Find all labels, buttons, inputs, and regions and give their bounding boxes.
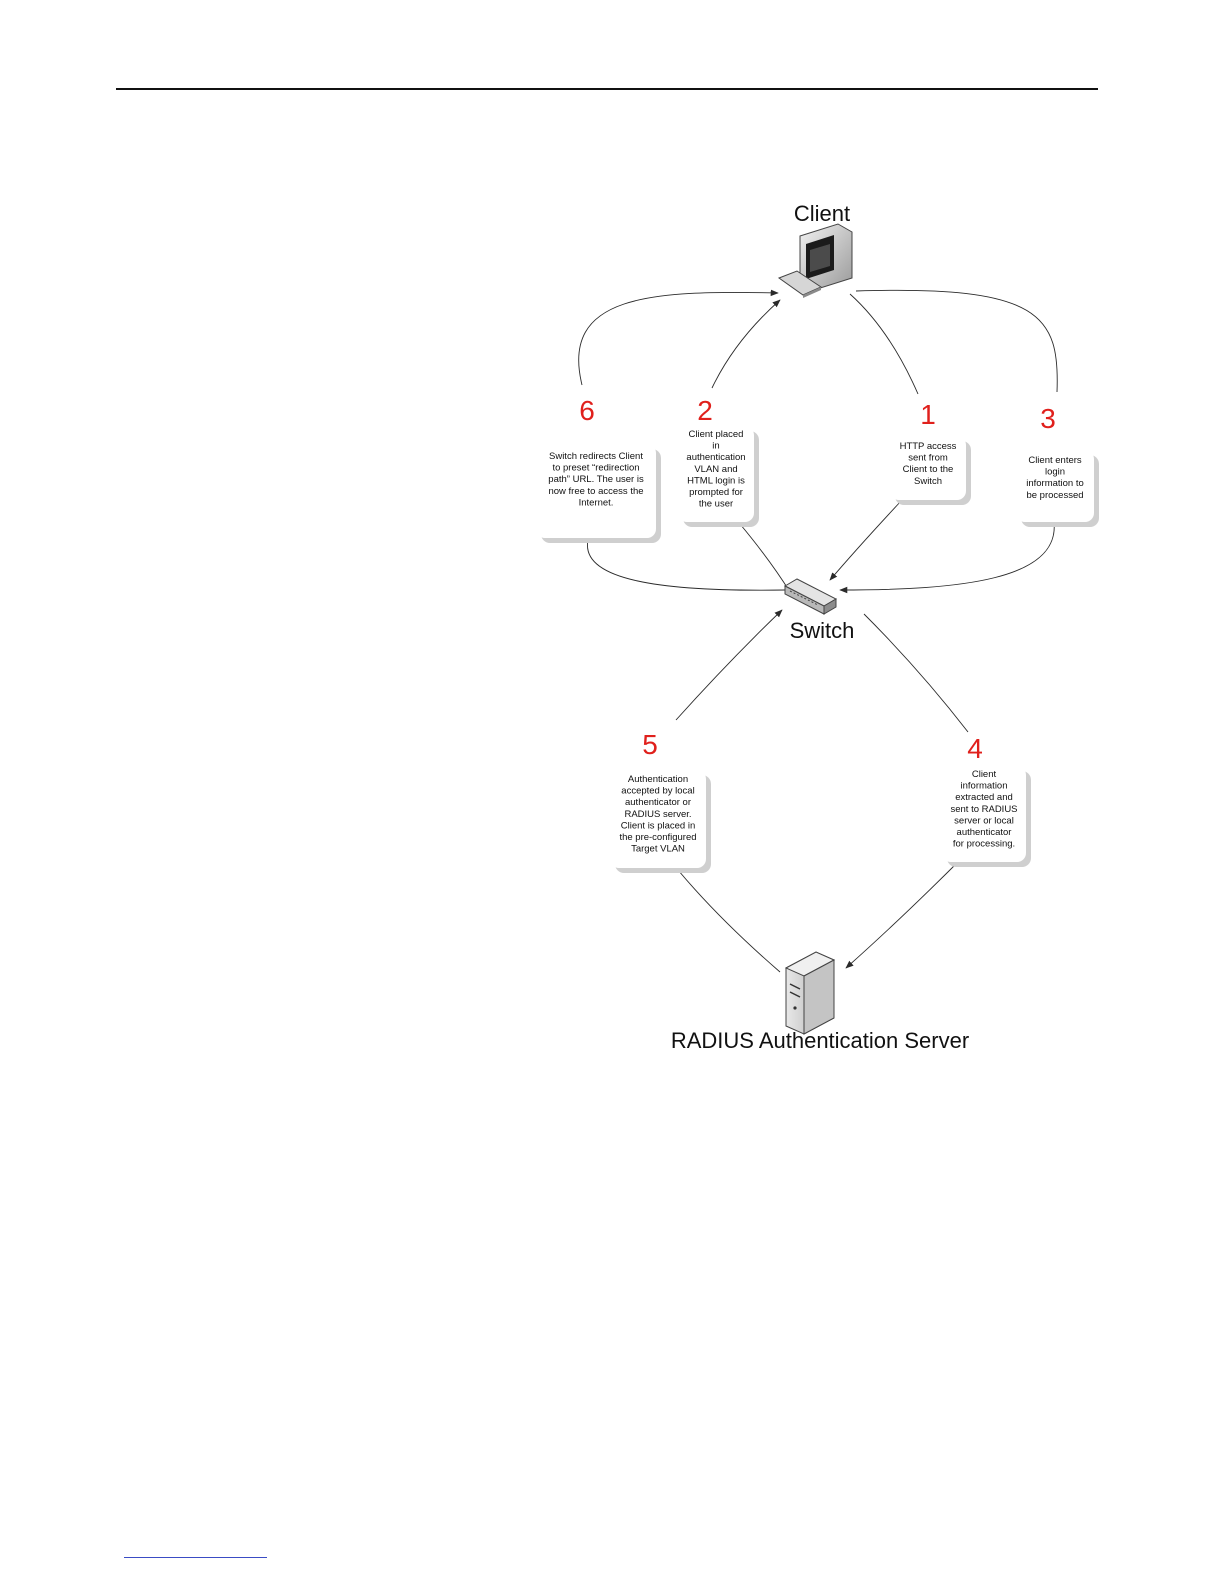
step-description-line: path” URL. The user is	[548, 474, 644, 485]
step-description-line: HTML login is	[687, 475, 745, 486]
step-card-background	[536, 444, 656, 538]
switch-node: Switch	[783, 578, 855, 643]
flow-step4-to-server	[845, 857, 963, 969]
step-description-line: HTTP access	[900, 441, 957, 452]
step-description-line: authenticator or	[625, 797, 691, 808]
step-description-line: Client is placed in	[621, 820, 695, 831]
step-description-line: Authentication	[628, 774, 688, 785]
step-description-line: Switch	[914, 476, 942, 487]
step-number: 6	[579, 395, 595, 426]
flow-step5-to-switch	[675, 609, 783, 721]
step-description-line: the pre-configured	[619, 832, 696, 843]
step-description-line: for processing.	[953, 839, 1015, 850]
server-node: RADIUS Authentication Server	[671, 951, 969, 1053]
step-number: 3	[1040, 403, 1056, 434]
step-description-line: Switch redirects Client	[549, 451, 643, 462]
step-description-line: RADIUS server.	[624, 809, 691, 820]
step-description-line: authentication	[686, 452, 745, 463]
step-number: 1	[920, 399, 936, 430]
step-description-line: login	[1045, 467, 1065, 478]
step-card-background	[942, 766, 1026, 862]
step-description-line: in	[712, 441, 719, 452]
step-number: 2	[697, 395, 713, 426]
flow-switch-to-step4	[863, 613, 969, 733]
step-description-line: the user	[699, 499, 733, 510]
flow-server-to-step5	[677, 869, 781, 973]
step-description-line: Client placed	[689, 429, 744, 440]
server-icon	[784, 951, 836, 1035]
header-rule	[116, 88, 1098, 90]
flow-client-to-step1	[849, 293, 919, 395]
step-description-line: information	[961, 781, 1008, 792]
step-description-line: now free to access the	[548, 486, 643, 497]
flow-switch-to-step2	[739, 523, 791, 593]
step-description-line: server or local	[954, 815, 1014, 826]
step-description-line: Internet.	[579, 497, 614, 508]
server-label: RADIUS Authentication Server	[671, 1028, 969, 1053]
client-label: Client	[794, 201, 850, 226]
step-card-background	[1016, 450, 1094, 522]
footer-link-rule	[124, 1557, 267, 1558]
step-card-background	[678, 426, 754, 522]
flow-client-to-step3	[855, 289, 1058, 393]
step-description-line: be processed	[1026, 490, 1083, 501]
client-node: Client	[777, 201, 853, 298]
flow-lines	[578, 289, 1058, 973]
step-description-line: extracted and	[955, 792, 1013, 803]
step-description-line: Client	[972, 769, 997, 780]
step-description-line: Client enters	[1028, 455, 1082, 466]
flow-step2-to-client	[711, 299, 781, 389]
flow-step1-to-switch	[829, 499, 903, 581]
step-description-line: VLAN and	[694, 464, 737, 475]
step-number: 4	[967, 733, 983, 764]
step-card-background	[610, 770, 706, 868]
switch-icon	[783, 578, 838, 615]
step-description-line: authenticator	[957, 827, 1012, 838]
computer-icon	[777, 223, 853, 298]
flow-step3-to-switch	[839, 521, 1055, 594]
step-description-line: to preset “redirection	[552, 463, 639, 474]
switch-label: Switch	[790, 618, 855, 643]
step-description-line: prompted for	[689, 487, 743, 498]
step-description-line: Client to the	[903, 464, 954, 475]
flow-step6-to-client	[578, 289, 779, 386]
step-description-line: sent from	[908, 453, 948, 464]
step-description-line: information to	[1026, 478, 1084, 489]
step-description-line: Target VLAN	[631, 844, 685, 855]
step-card-background	[890, 436, 966, 500]
step-number: 5	[642, 729, 658, 760]
flow-switch-to-step6	[587, 539, 786, 591]
step-description-line: accepted by local	[621, 786, 694, 797]
step-description-line: sent to RADIUS	[950, 804, 1017, 815]
